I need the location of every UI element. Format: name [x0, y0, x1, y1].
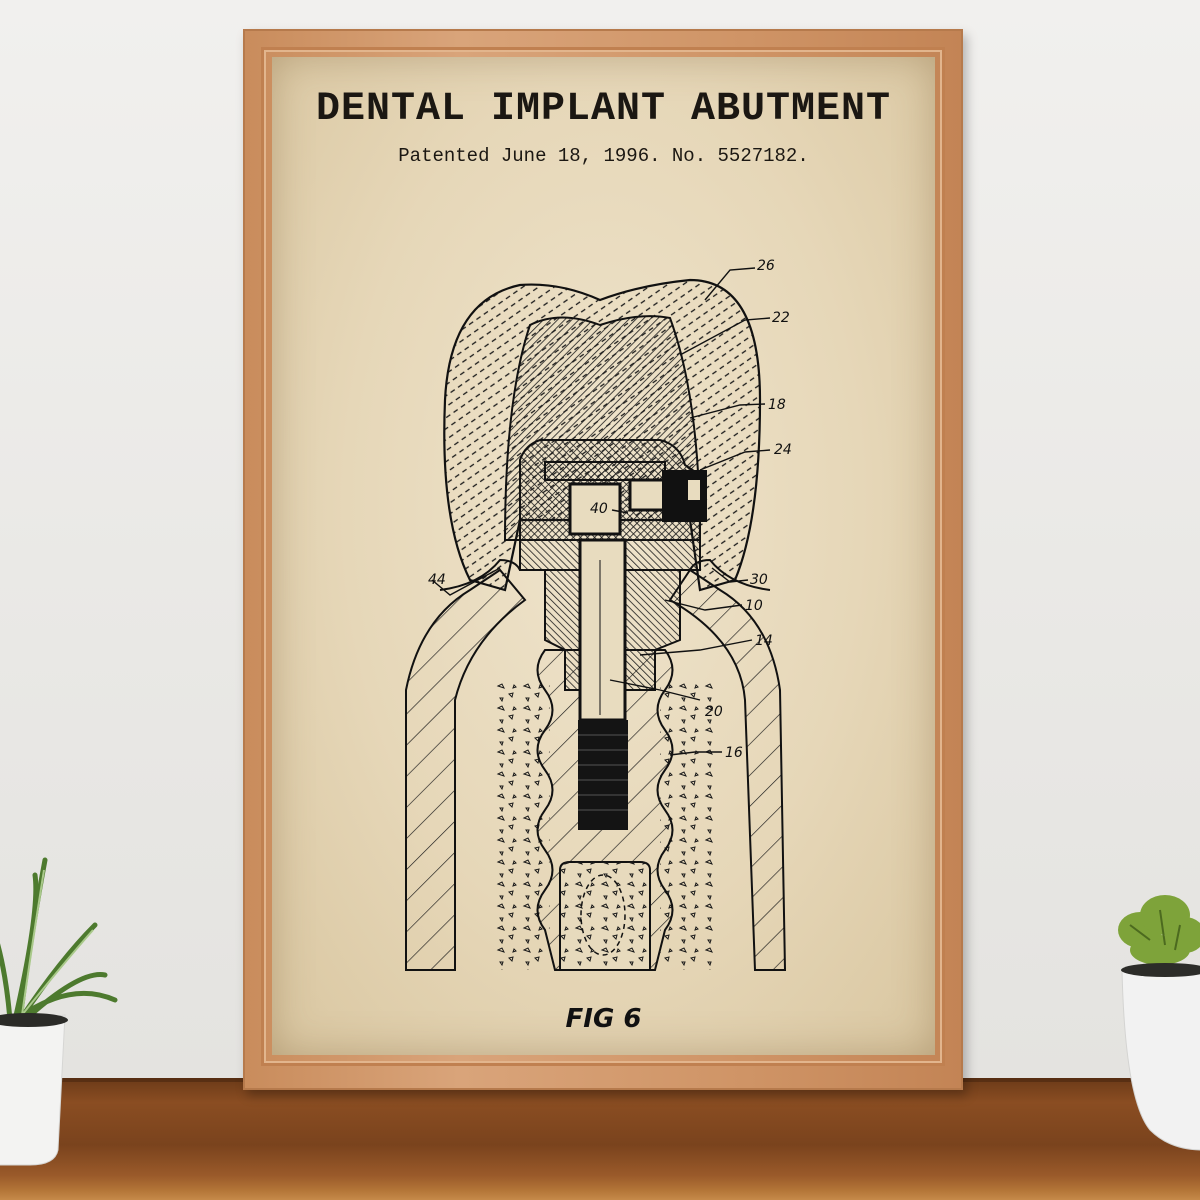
ref-40: 40 — [590, 501, 608, 517]
ref-22: 22 — [772, 310, 790, 326]
ref-24: 24 — [774, 442, 792, 458]
left-potted-plant-icon — [0, 857, 118, 1166]
frame-molding — [261, 47, 945, 1066]
right-potted-plant-icon — [1118, 895, 1200, 1151]
ref-14: 14 — [755, 633, 773, 649]
figure-label: FIG 6 — [565, 1004, 642, 1034]
ref-20: 20 — [705, 704, 723, 720]
dental-implant-drawing: 26 22 18 24 40 44 30 10 14 20 16 — [405, 258, 792, 971]
patent-poster: DENTAL IMPLANT ABUTMENT Patented June 18… — [272, 57, 935, 1055]
ref-30: 30 — [750, 572, 768, 588]
poster-title: DENTAL IMPLANT ABUTMENT — [315, 87, 892, 132]
ref-44: 44 — [428, 572, 446, 588]
wooden-shelf — [0, 1078, 1200, 1200]
ref-26: 26 — [757, 258, 775, 274]
ref-10: 10 — [745, 598, 763, 614]
ref-18: 18 — [768, 397, 786, 413]
poster-subtitle: Patented June 18, 1996. No. 5527182. — [398, 145, 809, 167]
ref-16: 16 — [725, 745, 743, 761]
